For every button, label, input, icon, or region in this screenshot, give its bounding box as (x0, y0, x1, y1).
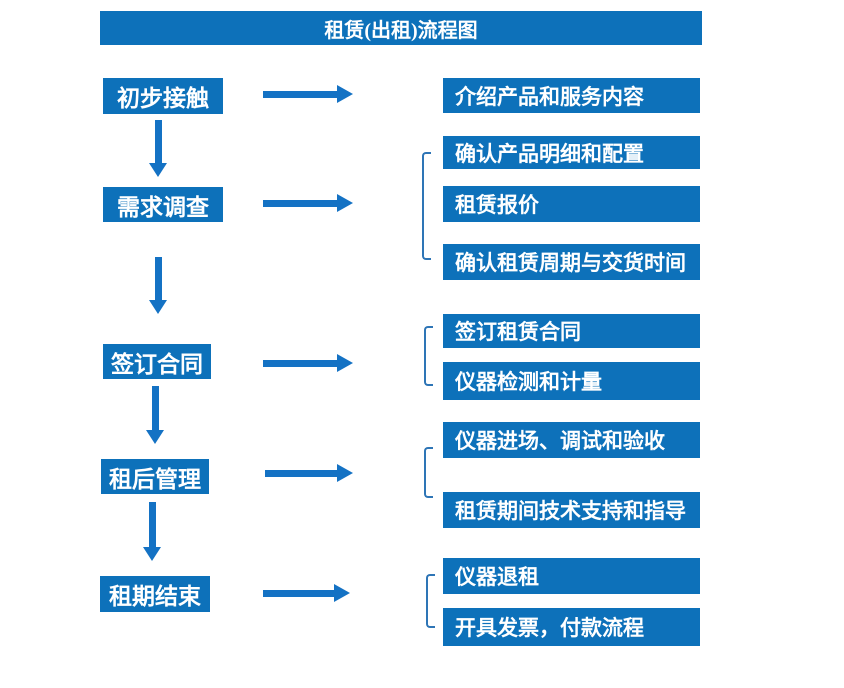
step-box-rental-end: 租期结束 (100, 576, 210, 612)
right-arrow-icon (263, 85, 353, 103)
arrow-head (149, 163, 167, 177)
detail-box-instrument-setup-acceptance: 仪器进场、调试和验收 (443, 422, 700, 458)
arrow-head (146, 430, 164, 444)
arrow-head (149, 300, 167, 314)
right-arrow-icon (263, 584, 350, 602)
arrow-head (337, 464, 353, 482)
step-box-initial-contact: 初步接触 (103, 78, 223, 114)
group-bracket (422, 152, 431, 260)
arrow-head (143, 547, 161, 561)
detail-box-technical-support: 租赁期间技术支持和指导 (443, 492, 700, 528)
detail-box-invoice-payment: 开具发票，付款流程 (443, 608, 700, 646)
detail-box-instrument-return: 仪器退租 (443, 558, 700, 594)
arrow-head (337, 194, 353, 212)
arrow-head (334, 584, 350, 602)
detail-box-instrument-testing: 仪器检测和计量 (443, 362, 700, 400)
down-arrow-icon (149, 120, 167, 177)
arrow-shaft (148, 502, 156, 547)
step-box-post-rental-management: 租后管理 (101, 459, 209, 494)
group-bracket (426, 574, 435, 628)
detail-box-confirm-rental-period: 确认租赁周期与交货时间 (443, 244, 700, 280)
arrow-head (337, 85, 353, 103)
detail-box-introduce-products: 介绍产品和服务内容 (443, 78, 700, 113)
group-bracket (424, 326, 433, 386)
right-arrow-icon (263, 194, 353, 212)
down-arrow-icon (143, 502, 161, 561)
right-arrow-icon (263, 354, 353, 372)
arrow-head (337, 354, 353, 372)
title-bar: 租赁(出租)流程图 (100, 11, 702, 45)
arrow-shaft (263, 359, 337, 367)
step-box-sign-contract: 签订合同 (103, 344, 211, 379)
step-box-demand-survey: 需求调查 (103, 187, 223, 222)
detail-box-confirm-product-details: 确认产品明细和配置 (443, 136, 700, 169)
page-title: 租赁(出租)流程图 (324, 19, 478, 42)
right-arrow-icon (265, 464, 353, 482)
arrow-shaft (154, 120, 162, 163)
down-arrow-icon (149, 257, 167, 314)
down-arrow-icon (146, 386, 164, 444)
arrow-shaft (265, 469, 337, 477)
arrow-shaft (263, 90, 337, 98)
detail-box-sign-rental-contract: 签订租赁合同 (443, 314, 700, 348)
group-bracket (424, 447, 433, 498)
arrow-shaft (263, 199, 337, 207)
arrow-shaft (263, 589, 334, 597)
arrow-shaft (154, 257, 162, 300)
detail-box-rental-quote: 租赁报价 (443, 186, 700, 222)
arrow-shaft (151, 386, 159, 430)
